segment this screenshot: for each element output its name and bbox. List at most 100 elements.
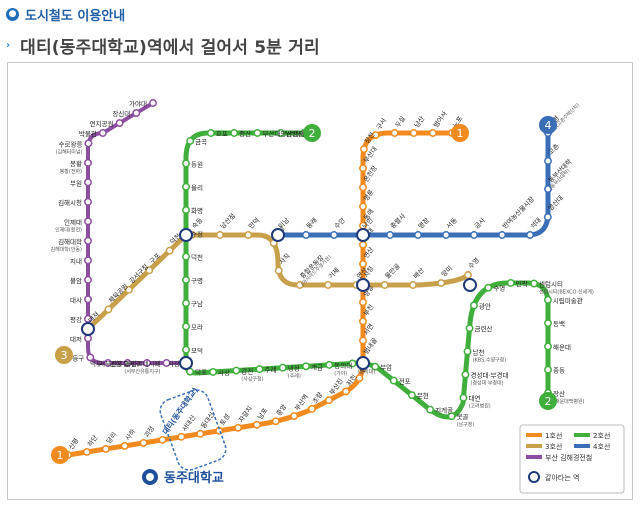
line4-station-dot[interactable]: [544, 157, 552, 165]
transfer-marker-daejeo[interactable]: [81, 322, 95, 336]
line1-station-dot[interactable]: [177, 432, 186, 441]
line1-station-dot[interactable]: [359, 336, 367, 345]
line1-station-dot[interactable]: [253, 420, 261, 429]
line2-station-dot[interactable]: [182, 159, 190, 168]
line3-station-dot[interactable]: [215, 231, 224, 239]
line3-station-dot[interactable]: [380, 281, 389, 289]
line2-station-dot[interactable]: [426, 405, 435, 414]
bgl-station-dot[interactable]: [84, 236, 92, 245]
line1-station-dot[interactable]: [101, 445, 110, 453]
line1-station-dot[interactable]: [290, 412, 299, 421]
line3-station-dot[interactable]: [295, 281, 304, 289]
line2-station-dot[interactable]: [325, 360, 334, 369]
line2-station-dot[interactable]: [182, 206, 190, 215]
line3-station-dot[interactable]: [104, 305, 113, 314]
line4-station-dot[interactable]: [302, 231, 310, 239]
line2-station-dot[interactable]: [459, 393, 468, 402]
line1-station-dot[interactable]: [359, 164, 367, 173]
line2-station-dot[interactable]: [543, 295, 552, 304]
line1-station-dot[interactable]: [359, 183, 367, 192]
line2-station-dot[interactable]: [302, 362, 310, 371]
line2-end-badge[interactable]: [539, 392, 557, 410]
line3-station-dot[interactable]: [437, 279, 446, 287]
line2-station-dot[interactable]: [465, 324, 474, 333]
bgl-station-dot[interactable]: [104, 359, 112, 367]
bgl-station-dot[interactable]: [115, 119, 124, 128]
line1-station-dot[interactable]: [371, 131, 380, 140]
bgl-station-dot[interactable]: [84, 334, 92, 343]
line1-station-dot[interactable]: [390, 129, 399, 137]
transfer-marker-yeonsan[interactable]: [356, 278, 370, 292]
line2-station-dot[interactable]: [506, 279, 515, 287]
line1-start-badge[interactable]: [51, 446, 69, 464]
line1-station-dot[interactable]: [355, 374, 364, 383]
line1-badge[interactable]: [451, 124, 469, 142]
line2-station-dot[interactable]: [447, 412, 456, 421]
transfer-marker-suyeong[interactable]: [463, 278, 477, 292]
line3-station-dot[interactable]: [244, 231, 253, 239]
line1-station-dot[interactable]: [359, 240, 367, 249]
line2-station-dot[interactable]: [182, 252, 190, 261]
line2-station-dot[interactable]: [255, 365, 264, 374]
line3-station-dot[interactable]: [409, 281, 417, 289]
line2-station-dot[interactable]: [348, 359, 357, 368]
line2-station-dot[interactable]: [278, 363, 287, 372]
line4-station-dot[interactable]: [442, 231, 450, 239]
line1-station-dot[interactable]: [359, 259, 367, 268]
bgl-station-dot[interactable]: [84, 295, 92, 304]
line2-station-dot[interactable]: [544, 319, 552, 328]
line2-station-dot[interactable]: [544, 342, 552, 351]
line1-station-dot[interactable]: [196, 429, 205, 438]
line1-station-dot[interactable]: [158, 435, 167, 444]
line1-station-dot[interactable]: [307, 405, 316, 413]
line1-station-dot[interactable]: [359, 202, 367, 211]
line3-station-dot[interactable]: [145, 266, 154, 275]
bgl-station-dot[interactable]: [84, 217, 92, 226]
line1-station-dot[interactable]: [409, 129, 418, 137]
line2-station-dot[interactable]: [484, 283, 493, 292]
line2-station-dot[interactable]: [276, 129, 285, 137]
line2-station-dot[interactable]: [182, 275, 190, 284]
line1-station-dot[interactable]: [271, 417, 280, 426]
line1-station-dot[interactable]: [120, 441, 129, 450]
daeti-highlight[interactable]: [157, 387, 229, 474]
line4-station-dot[interactable]: [330, 231, 338, 239]
line2-station-dot[interactable]: [182, 182, 190, 191]
line2-station-dot[interactable]: [253, 129, 262, 137]
bgl-station-dot[interactable]: [84, 158, 92, 167]
line2-station-dot[interactable]: [469, 301, 478, 310]
line4-badge[interactable]: [539, 116, 557, 134]
line2-badge[interactable]: [303, 124, 321, 142]
line2-station-dot[interactable]: [461, 370, 470, 379]
transfer-marker-deokcheon[interactable]: [179, 228, 193, 242]
line1-station-dot[interactable]: [139, 438, 148, 447]
transfer-marker-minam[interactable]: [271, 228, 285, 242]
line2-station-dot[interactable]: [206, 129, 215, 137]
line1-station-dot[interactable]: [341, 387, 350, 396]
transfer-marker-sasang[interactable]: [179, 356, 193, 370]
line3-station-dot[interactable]: [165, 246, 174, 255]
line2-station-dot[interactable]: [530, 279, 538, 288]
bgl-station-dot[interactable]: [162, 359, 171, 367]
bgl-station-dot[interactable]: [84, 197, 92, 206]
line4-station-dot[interactable]: [470, 231, 479, 239]
bgl-station-dot[interactable]: [84, 275, 92, 284]
line2-station-dot[interactable]: [209, 368, 218, 376]
line4-station-dot[interactable]: [543, 213, 552, 221]
line2-station-dot[interactable]: [232, 366, 241, 375]
line2-station-dot[interactable]: [186, 137, 195, 145]
line4-station-dot[interactable]: [386, 231, 394, 239]
bgl-station-dot[interactable]: [84, 178, 92, 187]
line2-station-dot[interactable]: [544, 365, 552, 374]
line3-station-dot[interactable]: [324, 281, 333, 289]
line2-station-dot[interactable]: [463, 347, 472, 356]
line2-station-dot[interactable]: [182, 322, 190, 331]
line1-station-dot[interactable]: [234, 423, 243, 432]
line4-station-dot[interactable]: [414, 231, 422, 239]
line4-station-dot[interactable]: [544, 185, 552, 193]
line4-station-dot[interactable]: [498, 231, 507, 239]
line3-station-dot[interactable]: [464, 271, 472, 279]
line3-station-dot[interactable]: [124, 285, 133, 294]
bgl-station-dot[interactable]: [149, 99, 157, 107]
line2-station-dot[interactable]: [182, 345, 190, 354]
